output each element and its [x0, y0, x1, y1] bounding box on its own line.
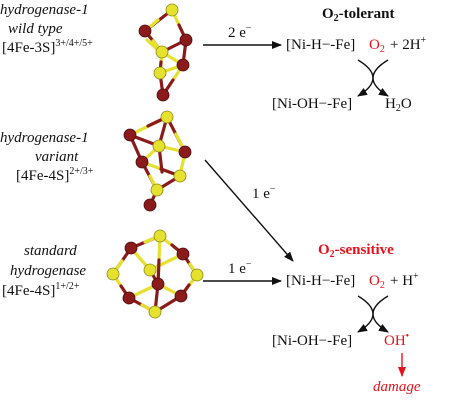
wild-type-name-line2: wild type: [8, 21, 63, 37]
curve-arrow-sensitive-side: [372, 295, 389, 333]
standard-name-line1: standard: [24, 243, 77, 259]
standard-cluster-label: [4Fe-4S]1+/2+: [2, 281, 80, 300]
wild-type-name-line1: hydrogenase-1: [0, 2, 89, 18]
sensitive-radical: OH•: [384, 331, 410, 350]
damage-label: damage: [373, 379, 421, 395]
tolerant-water: H2O: [385, 96, 412, 114]
tolerant-protons: + 2H+: [390, 35, 427, 54]
cluster-wild-type: [138, 3, 193, 102]
variant-name-line1: hydrogenase-1: [0, 130, 89, 146]
curve-arrow-tolerant-main: [357, 59, 374, 97]
curve-arrow-sensitive-main: [357, 295, 374, 333]
standard-name-line2: hydrogenase: [10, 263, 87, 279]
cluster-standard: [106, 229, 204, 319]
tolerant-oxygen: O2: [369, 37, 385, 55]
tolerant-reactant: [Ni-H−-Fe]: [286, 37, 356, 53]
arrow-one-electron-diagonal: [204, 159, 294, 262]
sensitive-oxygen: O2: [369, 273, 385, 291]
label-two-electron: 2 e−: [228, 23, 252, 42]
cluster-variant: [123, 110, 192, 212]
variant-name-line2: variant: [35, 149, 79, 165]
tolerant-product: [Ni-OH−-Fe]: [272, 96, 353, 112]
sensitive-title: O2-sensitive: [318, 242, 394, 260]
label-one-electron-diagonal: 1 e−: [252, 184, 276, 203]
tolerant-title: O2-tolerant: [322, 6, 395, 24]
label-one-electron-standard: 1 e−: [228, 259, 252, 278]
variant-cluster-label: [4Fe-4S]2+/3+: [16, 166, 94, 185]
sensitive-product: [Ni-OH−-Fe]: [272, 333, 353, 349]
sensitive-reactant: [Ni-H−-Fe]: [286, 273, 356, 289]
wild-type-cluster-label: [4Fe-3S]3+/4+/5+: [2, 38, 93, 57]
sensitive-proton: + H+: [390, 271, 419, 290]
curve-arrow-tolerant-side: [372, 59, 389, 97]
